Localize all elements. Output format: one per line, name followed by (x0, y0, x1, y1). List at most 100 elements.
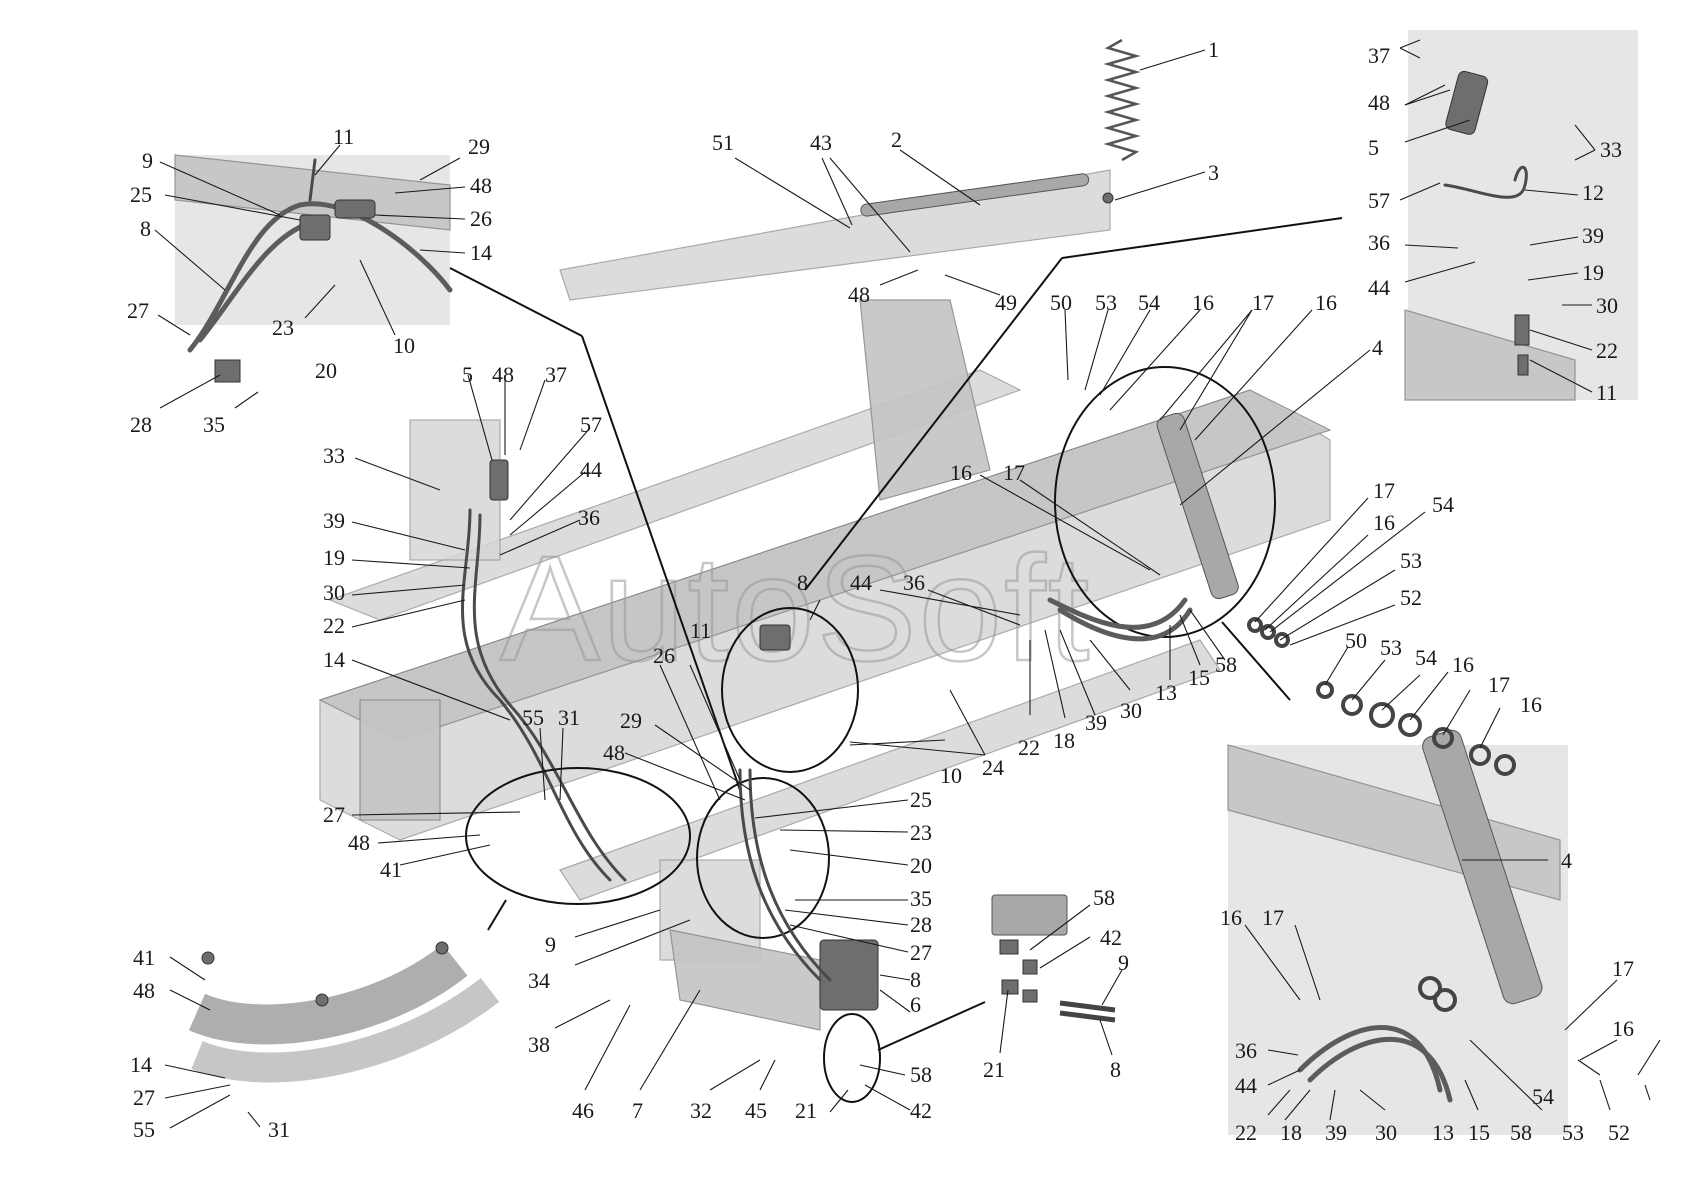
label-21-main: 21 (795, 1098, 817, 1123)
label-16-main: 16 (1192, 290, 1214, 315)
label-53-ring: 53 (1400, 548, 1422, 573)
spring-rod-assembly (734, 38, 1206, 296)
label-11-inset: 11 (333, 124, 354, 149)
label-8-inset: 8 (140, 216, 151, 241)
label-54-ring: 54 (1432, 492, 1454, 517)
label-28-inset: 28 (130, 412, 152, 437)
label-27-arc: 27 (133, 1085, 155, 1110)
label-21-conn: 21 (983, 1057, 1005, 1082)
label-44-main: 44 (580, 457, 602, 482)
label-20-main: 20 (910, 853, 932, 878)
label-5-rinset: 5 (1368, 135, 1379, 160)
label-19-rinset: 19 (1582, 260, 1604, 285)
label-16-ring: 16 (1373, 510, 1395, 535)
label-17-bottom: 17 (1262, 905, 1284, 930)
label-37-rinset: 37 (1368, 43, 1390, 68)
label-33-main: 33 (323, 443, 345, 468)
label-17-ring: 17 (1373, 478, 1395, 503)
label-43: 43 (810, 130, 832, 155)
label-50-main: 50 (1050, 290, 1072, 315)
label-14-arc: 14 (130, 1052, 152, 1077)
label-18-main: 18 (1053, 728, 1075, 753)
inset-top-right (1399, 30, 1638, 401)
label-33-rinset: 33 (1600, 137, 1622, 162)
label-48-main: 48 (492, 362, 514, 387)
label-51: 51 (712, 130, 734, 155)
inset-bottom-right (1227, 729, 1661, 1135)
label-26-inset: 26 (470, 206, 492, 231)
label-48-rinset: 48 (1368, 90, 1390, 115)
label-27-main: 27 (323, 802, 345, 827)
label-25-main: 25 (910, 787, 932, 812)
label-36-main: 36 (578, 505, 600, 530)
label-49: 49 (995, 290, 1017, 315)
label-17-ring2: 17 (1488, 672, 1510, 697)
label-41-main: 41 (380, 857, 402, 882)
label-42-main: 42 (910, 1098, 932, 1123)
label-28-main: 28 (910, 912, 932, 937)
label-29-main: 29 (620, 708, 642, 733)
label-30-main2: 30 (1120, 698, 1142, 723)
label-36-bottom: 36 (1235, 1038, 1257, 1063)
callout-line-rinset-2 (1061, 217, 1343, 259)
label-39-rinset: 39 (1582, 223, 1604, 248)
label-44-center: 44 (850, 570, 872, 595)
label-32: 32 (690, 1098, 712, 1123)
label-12: 12 (1582, 180, 1604, 205)
label-16-bottom: 16 (1220, 905, 1242, 930)
label-44-rinset: 44 (1368, 275, 1390, 300)
label-14-main: 14 (323, 647, 345, 672)
label-48-arc: 48 (133, 978, 155, 1003)
label-8-main: 8 (797, 570, 808, 595)
inset-top-left (154, 144, 466, 409)
seal-rings-exploded (1247, 497, 1516, 776)
label-23-inset: 23 (272, 315, 294, 340)
label-16-ring3: 16 (1520, 692, 1542, 717)
label-48-rod: 48 (848, 282, 870, 307)
label-48-main2: 48 (348, 830, 370, 855)
label-57-main: 57 (580, 412, 602, 437)
arc-detail-inset (164, 941, 500, 1129)
label-37-main: 37 (545, 362, 567, 387)
label-22-bottom: 22 (1235, 1120, 1257, 1145)
label-10-inset: 10 (393, 333, 415, 358)
label-39-main2: 39 (1085, 710, 1107, 735)
label-22-main2: 22 (1018, 735, 1040, 760)
label-36-center: 36 (903, 570, 925, 595)
label-31-main: 31 (558, 705, 580, 730)
label-45: 45 (745, 1098, 767, 1123)
label-4-top: 4 (1372, 335, 1383, 360)
label-58-conn: 58 (1093, 885, 1115, 910)
label-58-main: 58 (910, 1062, 932, 1087)
label-16-bottom-r: 16 (1612, 1016, 1634, 1041)
label-36-rinset: 36 (1368, 230, 1390, 255)
label-17-bottom-r: 17 (1612, 956, 1634, 981)
label-15-bottom: 15 (1468, 1120, 1490, 1145)
label-53-bottom: 53 (1562, 1120, 1584, 1145)
callout-line-cylinder (1221, 621, 1291, 701)
label-1: 1 (1208, 37, 1219, 62)
label-39-bottom: 39 (1325, 1120, 1347, 1145)
label-25-inset: 25 (130, 182, 152, 207)
label-38: 38 (528, 1032, 550, 1057)
label-20-inset: 20 (315, 358, 337, 383)
label-54-bottom: 54 (1532, 1084, 1554, 1109)
label-22-main: 22 (323, 613, 345, 638)
label-41-arc: 41 (133, 945, 155, 970)
label-16-main2: 16 (1315, 290, 1337, 315)
label-7: 7 (632, 1098, 643, 1123)
label-58-bottom: 58 (1510, 1120, 1532, 1145)
label-13-main: 13 (1155, 680, 1177, 705)
label-3: 3 (1208, 160, 1219, 185)
label-27-main2: 27 (910, 940, 932, 965)
label-8-box: 8 (910, 967, 921, 992)
callout-line-rinset (804, 257, 1063, 591)
label-58-main2: 58 (1215, 652, 1237, 677)
label-30-rinset: 30 (1596, 293, 1618, 318)
label-35-inset: 35 (203, 412, 225, 437)
label-13-bottom: 13 (1432, 1120, 1454, 1145)
label-54-main: 54 (1138, 290, 1160, 315)
hydraulic-cylinder-main (1047, 366, 1276, 642)
